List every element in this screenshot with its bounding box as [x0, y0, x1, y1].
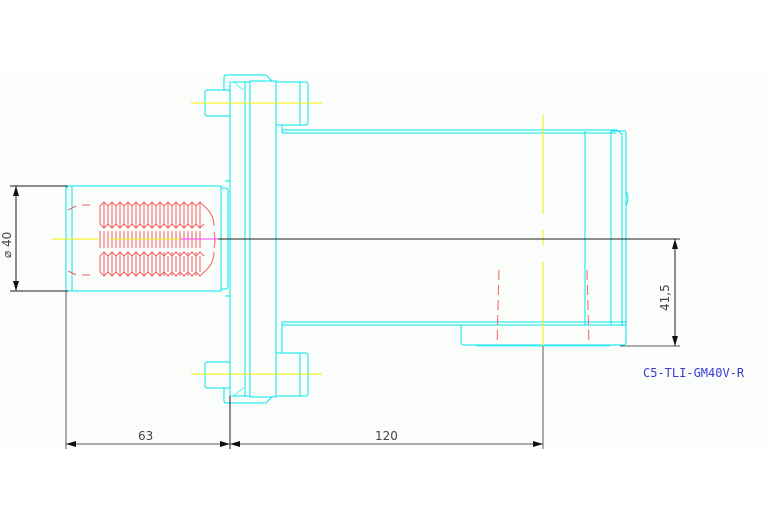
tool-body [276, 124, 629, 354]
height-dimension: 41,5 [658, 284, 672, 311]
hidden-lines [496, 269, 590, 346]
part-number-label: C5-TLI-GM40V-R [643, 366, 745, 380]
drawing-area [0, 73, 767, 449]
centerlines [52, 102, 544, 375]
dimensions [10, 185, 680, 449]
diameter-dimension: ⌀ 40 [0, 232, 14, 258]
length-right-dimension: 120 [375, 429, 398, 443]
thread-pattern [67, 201, 216, 277]
length-left-dimension: 63 [138, 429, 153, 443]
